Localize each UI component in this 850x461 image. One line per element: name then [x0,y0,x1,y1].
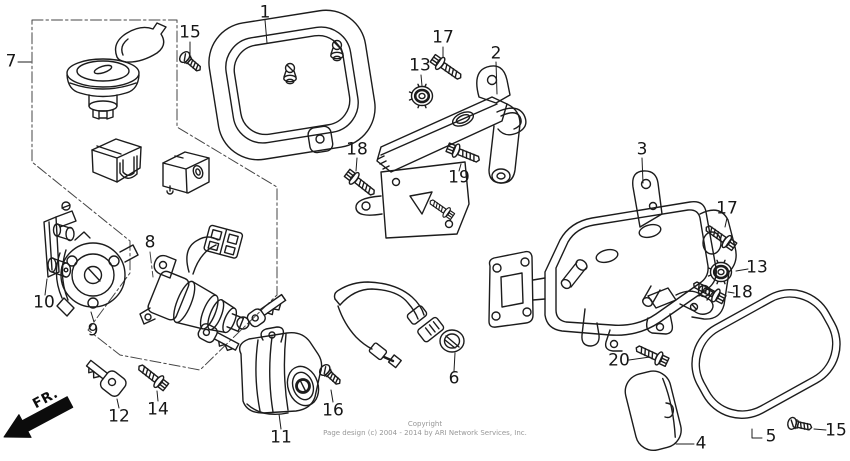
kit-boundary-phantom-line [31,19,278,371]
part-7-cushion [91,138,142,183]
callout-18-a[interactable]: 18 [346,139,368,160]
callout-17-b[interactable]: 17 [716,198,738,219]
callout-8[interactable]: 8 [144,232,156,253]
callout-12[interactable]: 12 [108,406,130,427]
callout-10[interactable]: 10 [33,292,55,313]
part-7-fuel-cap [66,22,167,120]
callout-13-b[interactable]: 13 [746,257,768,278]
part-8-ignition-switch [139,224,287,352]
callout-6[interactable]: 6 [448,368,460,389]
callout-4[interactable]: 4 [695,433,707,454]
callout-17-a[interactable]: 17 [432,27,454,48]
callout-3[interactable]: 3 [636,139,648,160]
part-5-side-cover [689,289,841,419]
fr-direction-arrow-icon [3,396,74,438]
callout-1[interactable]: 1 [259,2,271,23]
callout-15-b[interactable]: 15 [825,420,847,441]
callout-14[interactable]: 14 [147,399,169,420]
part-4-pad-cover [624,370,682,452]
part-3-lock-bracket [488,170,737,352]
callout-9[interactable]: 9 [87,320,99,341]
part-7-lock-block [162,151,210,195]
copyright-line-1: Copyright [407,420,443,428]
part-12-key [85,359,127,397]
callout-15-a[interactable]: 15 [179,22,201,43]
leader-lines [17,19,827,445]
callout-19[interactable]: 19 [448,167,470,188]
part-6-opener-cable [333,281,465,369]
callout-7[interactable]: 7 [5,51,17,72]
part-11-lock-actuator [238,326,323,416]
callout-5[interactable]: 5 [765,426,777,447]
part-2-opener-bracket [355,65,527,239]
part-1-lid-housing [208,9,376,161]
callout-18-b[interactable]: 18 [731,282,753,303]
part-10-link-arm [43,201,77,278]
callout-20[interactable]: 20 [608,350,630,371]
callout-11[interactable]: 11 [270,427,292,448]
callout-16[interactable]: 16 [322,400,344,421]
callout-13-a[interactable]: 13 [409,55,431,76]
callout-2[interactable]: 2 [490,43,502,64]
copyright-line-2: Page design (c) 2004 - 2014 by ARI Netwo… [323,429,527,437]
